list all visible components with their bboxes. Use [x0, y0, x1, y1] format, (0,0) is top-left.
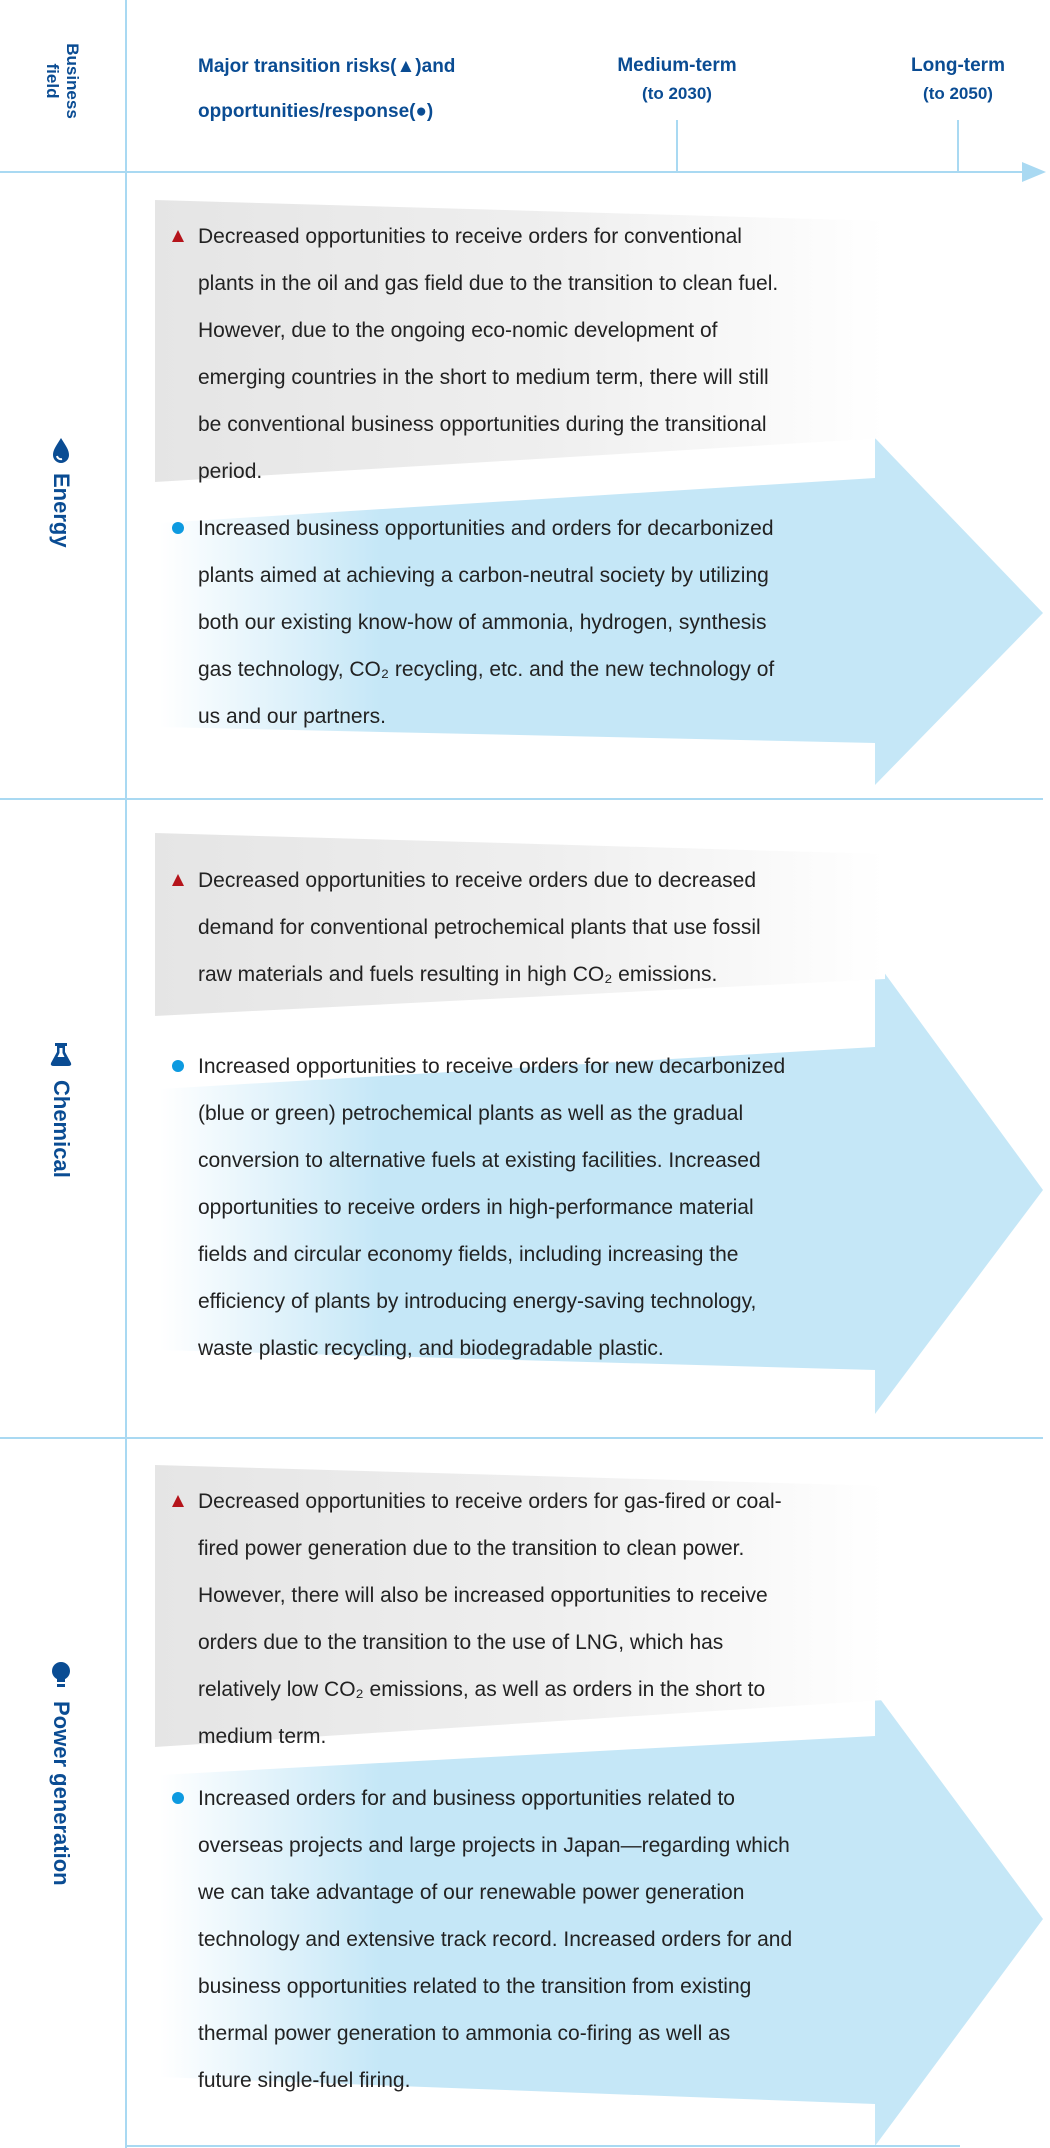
section-chemical: Chemical Decreased opportunities to rece… — [0, 800, 1050, 1438]
legend-line-2: opportunities/response(●) — [198, 101, 434, 122]
opportunity-text-line: thermal power generation to ammonia co-f… — [198, 2022, 731, 2045]
opportunity-text-line: fields and circular economy fields, incl… — [198, 1243, 739, 1266]
field-name: Chemical — [49, 1080, 74, 1178]
section-energy: Energy Decreased opportunities to receiv… — [0, 173, 1050, 799]
timeline-arrowhead-icon — [1022, 162, 1046, 182]
field-column-divider — [125, 0, 127, 2148]
section-background — [155, 1465, 1043, 2146]
medium-term-header: Medium-term (to 2030) — [617, 52, 736, 108]
risk-panel — [155, 833, 885, 1016]
field-label: Chemical — [49, 1042, 74, 1178]
opportunity-arrow — [160, 438, 1043, 785]
long-term-tick — [957, 120, 959, 172]
timeline-axis — [0, 171, 1030, 173]
opportunity-arrow — [160, 960, 1043, 1414]
field-name: Power generation — [49, 1701, 74, 1886]
opportunity-text-line: waste plastic recycling, and biodegradab… — [198, 1337, 664, 1360]
risk-text-line: Decreased opportunities to receive order… — [198, 225, 742, 248]
section-background — [155, 200, 1043, 785]
medium-term-tick — [676, 120, 678, 172]
risk-text-line: relatively low CO₂ emissions, as well as… — [198, 1678, 766, 1701]
risk-triangle-icon — [172, 1495, 184, 1507]
risk-text-line: fired power generation due to the transi… — [198, 1537, 745, 1560]
risk-text: Decreased opportunities to receive order… — [172, 857, 918, 998]
opportunity-text-line: (blue or green) petrochemical plants as … — [198, 1102, 744, 1125]
business-field-label: Business field — [43, 43, 82, 119]
opportunity-text-line: business opportunities related to the tr… — [198, 1975, 752, 1998]
risk-text-line: period. — [198, 460, 263, 483]
risk-text: Decreased opportunities to receive order… — [172, 1478, 918, 1760]
opportunity-arrow — [160, 1692, 1043, 2146]
opportunity-text-line: gas technology, CO₂ recycling, etc. and … — [198, 658, 775, 681]
opportunity-text-line: plants aimed at achieving a carbon-neutr… — [198, 564, 769, 587]
opportunity-dot-icon — [172, 1060, 184, 1072]
risk-text: Decreased opportunities to receive order… — [172, 213, 918, 495]
opportunity-text-line: Increased orders for and business opport… — [198, 1787, 735, 1810]
medium-term-sub: (to 2030) — [642, 84, 712, 103]
opportunity-text-line: opportunities to receive orders in high-… — [198, 1196, 754, 1219]
business-field-header: Business field — [42, 36, 82, 126]
legend-header: Major transition risks(▲)and opportuniti… — [198, 44, 455, 134]
risk-text-line: orders due to the transition to the use … — [198, 1631, 724, 1654]
risk-text-line: medium term. — [198, 1725, 327, 1748]
opportunity-text-line: technology and extensive track record. I… — [198, 1928, 793, 1951]
risk-text-line: However, there will also be increased op… — [198, 1584, 768, 1607]
risk-text-line: Decreased opportunities to receive order… — [198, 1490, 782, 1513]
long-term-label: Long-term — [911, 55, 1005, 76]
risk-panel — [155, 200, 885, 482]
section-power-generation: Power generation Decreased opportunities… — [0, 1439, 1050, 2148]
long-term-header: Long-term (to 2050) — [911, 52, 1005, 108]
opportunity-text-line: efficiency of plants by introducing ener… — [198, 1290, 757, 1313]
opportunity-text-line: Increased opportunities to receive order… — [198, 1055, 786, 1078]
risk-text-line: plants in the oil and gas field due to t… — [198, 272, 779, 295]
risk-panel — [155, 1465, 885, 1747]
lightbulb-icon — [52, 1662, 70, 1687]
field-label: Energy — [49, 437, 74, 548]
risk-text-line: be conventional business opportunities d… — [198, 413, 767, 436]
opportunity-dot-icon — [172, 522, 184, 534]
opportunity-dot-icon — [172, 1792, 184, 1804]
opportunity-text-line: both our existing know-how of ammonia, h… — [198, 611, 767, 634]
risk-text-line: raw materials and fuels resulting in hig… — [198, 963, 718, 986]
long-term-sub: (to 2050) — [923, 84, 993, 103]
opportunity-text-line: we can take advantage of our renewable p… — [198, 1881, 745, 1904]
opportunity-text-line: conversion to alternative fuels at exist… — [198, 1149, 761, 1172]
risk-triangle-icon — [172, 230, 184, 242]
field-name: Energy — [49, 473, 74, 548]
section-background — [155, 833, 1043, 1414]
opportunity-text: Increased orders for and business opport… — [172, 1775, 918, 2104]
risk-text-line: emerging countries in the short to mediu… — [198, 366, 769, 389]
opportunity-text-line: us and our partners. — [198, 705, 386, 728]
section-divider — [0, 1437, 1043, 1439]
opportunity-text-line: Increased business opportunities and ord… — [198, 517, 774, 540]
opportunity-text-line: overseas projects and large projects in … — [198, 1834, 790, 1857]
risk-text-line: However, due to the ongoing eco-nomic de… — [198, 319, 718, 342]
legend-line-1: Major transition risks(▲)and — [198, 56, 456, 77]
droplet-icon — [53, 438, 69, 463]
flask-icon — [50, 1043, 72, 1066]
risk-text-line: demand for conventional petrochemical pl… — [198, 916, 761, 939]
bottom-border — [125, 2145, 960, 2147]
risk-triangle-icon — [172, 874, 184, 886]
risk-text-line: Decreased opportunities to receive order… — [198, 869, 756, 892]
medium-term-label: Medium-term — [617, 55, 737, 76]
opportunity-text: Increased opportunities to receive order… — [172, 1043, 918, 1372]
section-divider — [0, 798, 1043, 800]
field-label: Power generation — [49, 1661, 74, 1886]
opportunity-text-line: future single-fuel firing. — [198, 2069, 411, 2092]
opportunity-text: Increased business opportunities and ord… — [172, 505, 918, 740]
